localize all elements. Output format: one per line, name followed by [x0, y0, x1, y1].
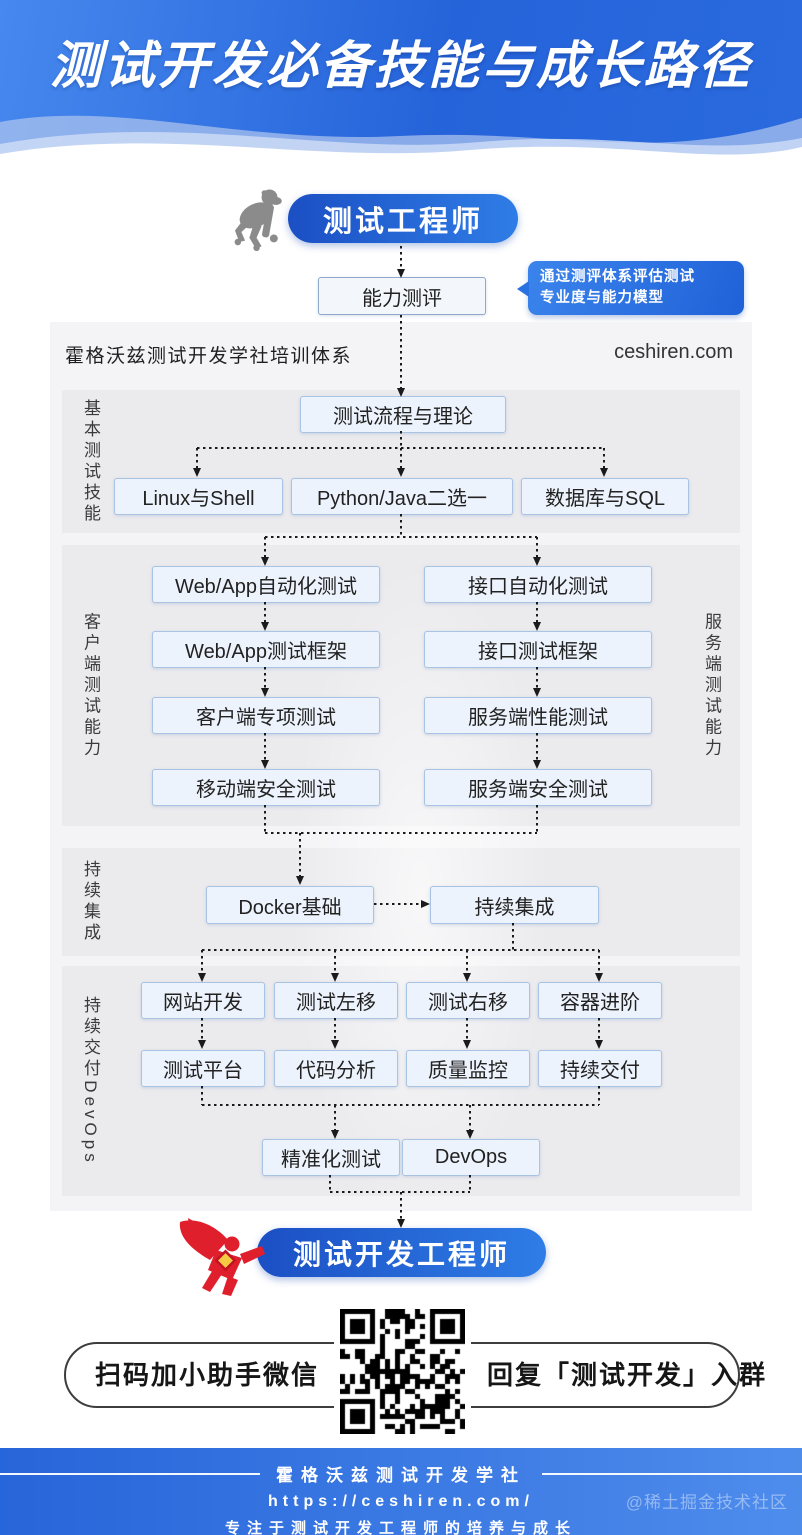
footer-org: 霍格沃兹测试开发学社: [276, 1466, 526, 1485]
qr-right-text: 回复「测试开发」入群: [487, 1359, 768, 1390]
node-shift-right: 测试右移: [406, 982, 530, 1019]
section-label-client: 客户端测试能力: [81, 612, 100, 759]
assessment-box: 能力测评: [318, 277, 486, 315]
node-website-dev: 网站开发: [141, 982, 265, 1019]
end-role-badge: 测试开发工程师: [257, 1228, 546, 1277]
qr-left-text: 扫码加小助手微信: [95, 1359, 320, 1390]
footer: 霍格沃兹测试开发学社 https://ceshiren.com/ 专注于测试开发…: [0, 1448, 802, 1535]
node-client-special-test: 客户端专项测试: [152, 697, 380, 734]
superman-icon: [179, 1218, 265, 1296]
start-role-badge: 测试工程师: [288, 194, 518, 243]
board-heading: 霍格沃兹测试开发学社培训体系: [65, 346, 353, 367]
node-continuous-delivery: 持续交付: [538, 1050, 662, 1087]
node-container-advanced: 容器进阶: [538, 982, 662, 1019]
node-test-process: 测试流程与理论: [300, 396, 506, 433]
page-title: 测试开发必备技能与成长路径: [49, 37, 752, 94]
node-server-security-test: 服务端安全测试: [424, 769, 652, 806]
node-docker-basic: Docker基础: [206, 886, 374, 924]
section-label-server: 服务端测试能力: [702, 612, 721, 759]
node-server-perf-test: 服务端性能测试: [424, 697, 652, 734]
callout-line2: 专业度与能力模型: [540, 290, 664, 306]
qr-code: [334, 1303, 471, 1445]
callout-tail: [517, 281, 529, 297]
callout-line1: 通过测评体系评估测试: [540, 268, 695, 285]
footer-divider-right: [542, 1472, 802, 1475]
header-banner: 测试开发必备技能与成长路径: [0, 0, 802, 172]
watermark: @稀土掘金技术社区: [625, 1493, 788, 1512]
footer-tagline: 专注于测试开发工程师的培养与成长: [224, 1520, 577, 1535]
node-code-analysis: 代码分析: [274, 1050, 398, 1087]
node-web-app-framework: Web/App测试框架: [152, 631, 380, 668]
node-api-auto-test: 接口自动化测试: [424, 566, 652, 603]
node-database-sql: 数据库与SQL: [521, 478, 689, 515]
node-web-app-auto: Web/App自动化测试: [152, 566, 380, 603]
node-precision-test: 精准化测试: [262, 1139, 400, 1176]
node-shift-left: 测试左移: [274, 982, 398, 1019]
callout-bubble: 通过测评体系评估测试 专业度与能力模型: [517, 261, 744, 315]
node-api-framework: 接口测试框架: [424, 631, 652, 668]
node-quality-monitor: 质量监控: [406, 1050, 530, 1087]
qr-code-canvas: [340, 1309, 465, 1434]
node-linux-shell: Linux与Shell: [114, 478, 283, 515]
footer-org-row: 霍格沃兹测试开发学社: [0, 1461, 802, 1486]
node-python-java: Python/Java二选一: [291, 478, 513, 515]
monkey-icon: [234, 189, 282, 252]
footer-url: https://ceshiren.com/: [268, 1493, 534, 1510]
node-devops: DevOps: [402, 1139, 540, 1176]
section-label-devops: 持续交付DevOps: [81, 996, 100, 1166]
node-continuous-integration: 持续集成: [430, 886, 599, 924]
site-link: ceshiren.com: [614, 341, 733, 363]
footer-divider-left: [0, 1472, 260, 1475]
section-label-basic: 基本测试技能: [81, 398, 100, 525]
node-test-platform: 测试平台: [141, 1050, 265, 1087]
section-label-ci: 持续集成: [81, 860, 100, 944]
node-mobile-security-test: 移动端安全测试: [152, 769, 380, 806]
banner-wave-decoration: [0, 115, 802, 172]
